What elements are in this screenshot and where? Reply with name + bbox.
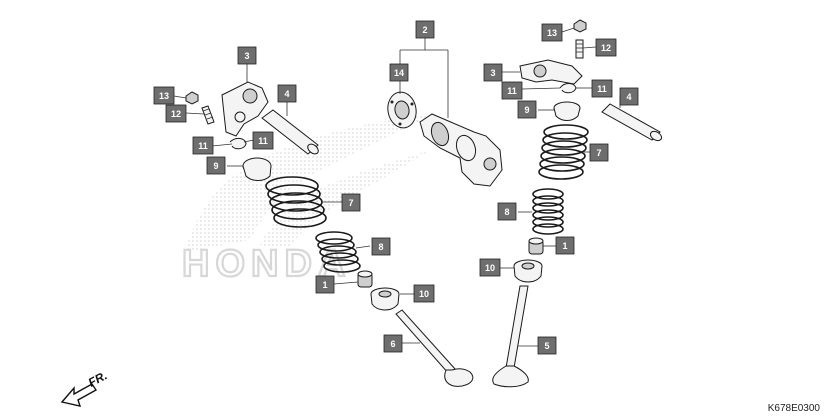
- stem-seal-left: [357, 270, 373, 288]
- spring-retainer-left: [242, 157, 272, 181]
- callout-11-left-b-number: 11: [258, 136, 268, 146]
- lock-nut-right: [573, 19, 587, 33]
- callout-13-right-number: 13: [547, 28, 557, 38]
- callout-11-right-a-number: 11: [507, 86, 517, 96]
- callout-2-top: 2: [415, 20, 435, 39]
- callout-11-right-b-number: 11: [597, 84, 607, 94]
- clip-left: [229, 137, 247, 150]
- callout-10-left: 10: [413, 284, 435, 303]
- callout-9-right: 9: [517, 100, 537, 119]
- callout-11-left-a: 11: [192, 136, 214, 155]
- callout-13-right: 13: [541, 23, 563, 42]
- callout-12-left-number: 12: [171, 109, 181, 119]
- callout-4-right-number: 4: [626, 92, 631, 102]
- callout-3-left: 3: [237, 46, 257, 65]
- callout-5-number: 5: [544, 341, 549, 351]
- callout-3-right: 3: [483, 63, 503, 82]
- callout-4-right: 4: [619, 87, 639, 106]
- callout-12-right-number: 12: [601, 43, 611, 53]
- callout-11-right-a: 11: [501, 81, 523, 100]
- exhaust-valve: [395, 309, 474, 387]
- clip-right: [559, 83, 577, 94]
- outer-spring-right: [538, 124, 589, 180]
- callout-8-right: 8: [497, 202, 517, 221]
- callout-9-left-number: 9: [213, 161, 218, 171]
- callout-11-left-a-number: 11: [198, 141, 208, 151]
- leader-lines: [173, 27, 621, 347]
- callout-11-left-b: 11: [252, 131, 274, 150]
- callout-9-left: 9: [206, 156, 226, 175]
- callout-1-left: 1: [315, 275, 335, 294]
- callout-4-left-number: 4: [284, 89, 289, 99]
- callout-1-right: 1: [555, 236, 575, 255]
- callout-7-left-number: 7: [348, 198, 353, 208]
- callout-10-right-number: 10: [485, 263, 495, 273]
- callout-10-right: 10: [479, 258, 501, 277]
- stem-seal-right: [528, 237, 544, 255]
- callout-3-right-number: 3: [490, 68, 495, 78]
- callout-5: 5: [537, 336, 557, 355]
- inner-spring-left: [315, 231, 361, 273]
- callout-4-left: 4: [277, 84, 297, 103]
- callout-3-left-number: 3: [244, 51, 249, 61]
- callout-8-right-number: 8: [504, 207, 509, 217]
- callout-7-right: 7: [589, 143, 609, 162]
- rocker-shaft-right: [601, 103, 663, 142]
- rocker-shaft-left: [261, 109, 319, 155]
- callout-8-left: 8: [371, 237, 391, 256]
- spring-retainer-right: [553, 101, 581, 121]
- callout-11-right-b: 11: [591, 79, 613, 98]
- intake-valve: [492, 285, 529, 388]
- callout-6-number: 6: [390, 339, 395, 349]
- drawing-code: K678E0300: [767, 403, 820, 414]
- callout-7-left: 7: [341, 193, 361, 212]
- outer-spring-left: [265, 176, 327, 228]
- front-direction-arrow-icon: [60, 383, 98, 407]
- rocker-arm-left: [221, 81, 269, 137]
- spring-seat-left: [370, 287, 400, 311]
- callout-13-left: 13: [153, 86, 175, 105]
- callout-12-right: 12: [595, 38, 617, 57]
- callout-14: 14: [389, 63, 409, 82]
- callout-7-right-number: 7: [596, 148, 601, 158]
- callout-10-left-number: 10: [419, 289, 429, 299]
- callout-6: 6: [383, 334, 403, 353]
- callout-14-number: 14: [394, 68, 404, 78]
- spring-seat-right: [513, 259, 543, 283]
- lock-nut-left: [185, 91, 199, 105]
- callout-1-left-number: 1: [322, 280, 327, 290]
- adjust-screw-left: [201, 105, 215, 125]
- callout-9-right-number: 9: [524, 105, 529, 115]
- inner-spring-right: [532, 188, 564, 235]
- rocker-arm-right: [519, 59, 583, 85]
- callout-13-left-number: 13: [159, 91, 169, 101]
- callout-8-left-number: 8: [378, 242, 383, 252]
- callout-1-right-number: 1: [562, 241, 567, 251]
- callout-12-left: 12: [165, 104, 187, 123]
- adjust-screw-right: [575, 39, 584, 59]
- cam-bearing: [387, 91, 417, 129]
- callout-2-top-number: 2: [422, 25, 427, 35]
- camshaft: [419, 113, 503, 187]
